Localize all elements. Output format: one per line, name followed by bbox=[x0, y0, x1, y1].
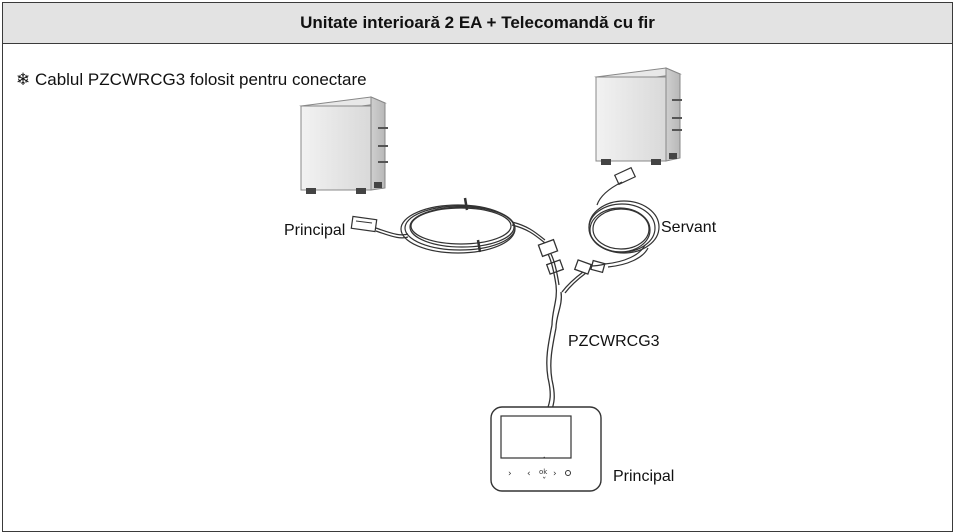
svg-text:›: › bbox=[553, 469, 557, 479]
cable-note: ❄ Cablul PZCWRCG3 folosit pentru conecta… bbox=[16, 70, 367, 89]
wired-remote-icon: › ‹ ˆ ok ˇ › bbox=[490, 406, 602, 492]
right-cable-coil bbox=[588, 181, 660, 268]
main-unit-label: Principal bbox=[284, 222, 346, 239]
y-junction bbox=[537, 238, 606, 329]
indoor-unit-left-icon bbox=[299, 96, 388, 194]
svg-text:ˇ: ˇ bbox=[542, 476, 547, 487]
remote-label: Principal bbox=[613, 468, 675, 485]
cable-label: PZCWRCG3 bbox=[568, 333, 660, 350]
page-title: Unitate interioară 2 EA + Telecomandă cu… bbox=[3, 3, 952, 44]
slave-unit-label: Servant bbox=[661, 219, 717, 236]
indoor-unit-right-icon bbox=[594, 67, 682, 165]
svg-text:ˆ: ˆ bbox=[542, 456, 547, 467]
wiring-diagram: › ‹ ˆ ok ˇ › bbox=[299, 67, 682, 492]
svg-text:ok: ok bbox=[539, 468, 548, 476]
svg-text:‹: ‹ bbox=[527, 469, 531, 479]
left-connector-icon bbox=[350, 215, 378, 233]
svg-text:›: › bbox=[508, 469, 512, 479]
right-connector-icon bbox=[613, 166, 637, 186]
left-cable-coil bbox=[375, 197, 546, 254]
